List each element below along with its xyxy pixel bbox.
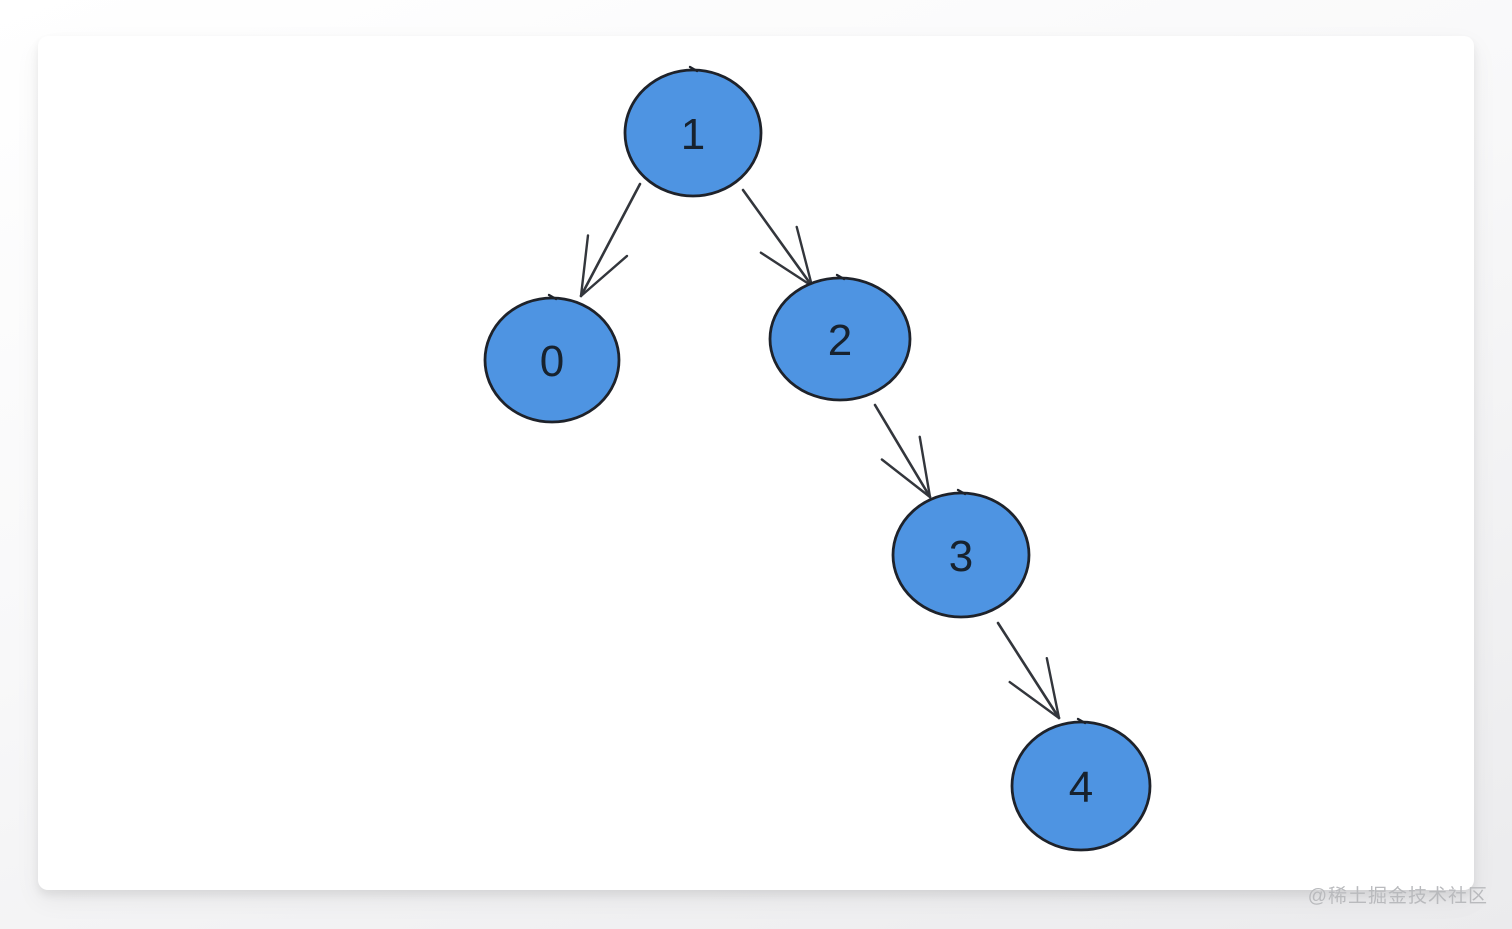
tree-node-label-2: 2 [828, 316, 852, 365]
tree-diagram: 1 0 2 3 4 [483, 65, 1152, 852]
edge-line [579, 182, 642, 298]
tree-edge-1-2 [741, 188, 814, 288]
edge-arrowhead-prong [1045, 657, 1061, 720]
tree-edge-1-0 [579, 182, 642, 298]
watermark-text: @稀土掘金技术社区 [1307, 886, 1488, 907]
node-stroke-seam [547, 293, 558, 301]
edge-arrowhead-prong [579, 234, 590, 298]
node-stroke-seam [688, 65, 699, 73]
node-stroke-seam [835, 273, 846, 281]
edge-arrowhead-prong [918, 435, 932, 499]
tree-edge-3-4 [996, 621, 1061, 720]
edge-arrowhead-prong [759, 251, 814, 288]
diagram-canvas: 1 0 2 3 4 [38, 36, 1474, 890]
tree-edge-2-3 [873, 403, 932, 499]
node-stroke-seam [956, 488, 967, 496]
edge-arrowhead-prong [1008, 680, 1061, 720]
edge-line [741, 188, 814, 288]
edge-line [873, 403, 932, 499]
tree-node-label-4: 4 [1069, 763, 1093, 812]
tree-node-label-3: 3 [949, 532, 973, 581]
node-stroke-seam [1076, 717, 1087, 725]
edge-arrowhead-prong [880, 458, 932, 499]
tree-node-label-0: 0 [540, 337, 564, 386]
edge-arrowhead-prong [579, 254, 629, 298]
tree-node-label-1: 1 [681, 110, 705, 159]
edge-line [996, 621, 1061, 720]
edge-arrowhead-prong [795, 225, 814, 288]
